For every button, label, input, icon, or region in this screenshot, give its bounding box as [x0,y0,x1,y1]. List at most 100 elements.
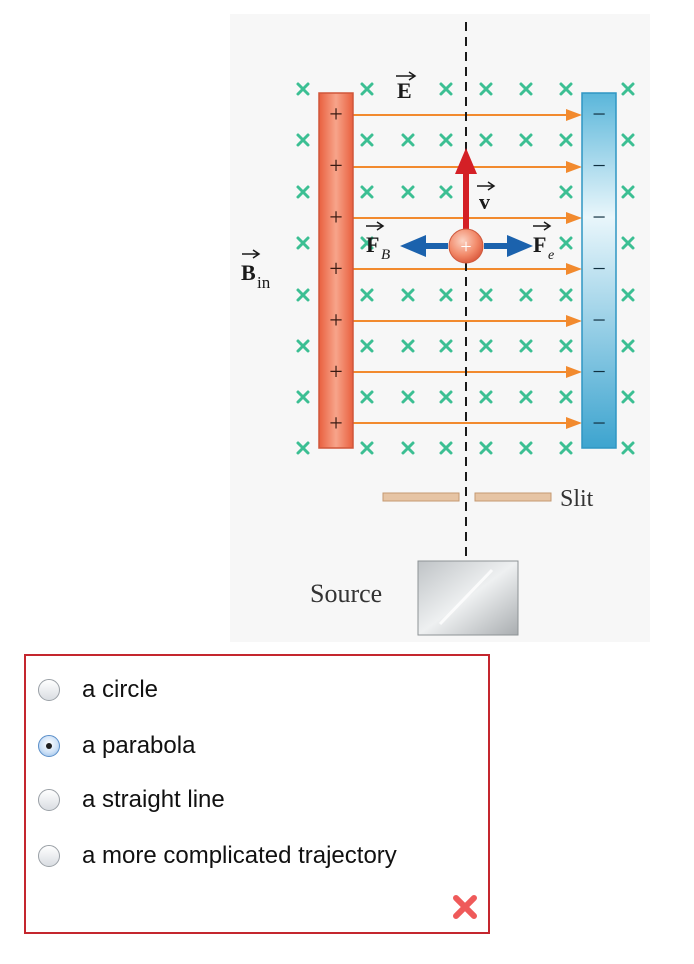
velocity-arrow [455,148,477,234]
b-field-marker [519,390,533,404]
negative-sign: − [592,102,606,128]
b-field-marker [439,390,453,404]
b-field-marker [296,288,310,302]
b-field-marker [559,82,573,96]
field-line-arrow [353,366,582,378]
label-velocity: v [477,181,496,214]
b-field-marker [621,236,635,250]
b-field-marker [519,441,533,455]
b-field-marker [401,390,415,404]
positive-sign: + [329,411,343,437]
b-field-marker [401,441,415,455]
source-label: Source [310,579,382,608]
b-field-marker [479,390,493,404]
answer-options-box: a circle a parabola a straight line a mo… [24,654,490,934]
particle-charge-sign: + [460,236,471,258]
field-line-arrow [353,212,582,224]
electric-force-subscript: e [548,248,554,263]
b-field-marker [360,82,374,96]
b-field-marker [439,185,453,199]
negative-sign: − [592,308,606,334]
slit-label: Slit [560,486,594,512]
electric-force-label: F [533,232,546,257]
b-field-marker [559,339,573,353]
b-field-marker [439,82,453,96]
vector-arrow-icon [242,249,261,259]
b-field-marker [360,236,374,250]
negative-plate [581,92,617,449]
b-field-marker [559,288,573,302]
b-field-marker [401,339,415,353]
radio-dot-icon [46,743,52,749]
negative-sign: − [592,360,606,386]
vector-arrow-icon [477,181,496,191]
vector-arrow-icon [533,221,552,231]
source-shine [438,568,494,626]
b-field-marker [519,339,533,353]
field-line-arrow [353,315,582,327]
velocity-selector-diagram: +++++++ −−−−−−− + E v [230,14,650,642]
b-field-marker [439,339,453,353]
negative-sign: − [592,411,606,437]
b-field-marker [559,390,573,404]
b-field-marker [439,441,453,455]
radio-button-straight-line[interactable] [38,789,60,811]
wrong-x-icon [453,895,477,919]
positive-sign: + [329,102,343,128]
option-straight-line[interactable]: a straight line [38,784,225,816]
option-complicated-trajectory[interactable]: a more complicated trajectory [38,840,397,872]
b-field-marker [621,390,635,404]
b-field-marker [296,185,310,199]
b-field-marker [401,185,415,199]
b-field-marker [360,441,374,455]
magnetic-force-subscript: B [381,247,390,263]
radio-button-complicated-trajectory[interactable] [38,845,60,867]
b-field-marker [621,288,635,302]
negative-sign: − [592,257,606,283]
b-field-marker [296,236,310,250]
radio-button-circle[interactable] [38,679,60,701]
magnetic-field-markers [296,82,635,455]
radio-button-parabola[interactable] [38,735,60,757]
velocity-label: v [479,189,490,214]
positive-sign: + [329,308,343,334]
b-field-marker [296,82,310,96]
positive-sign: + [329,360,343,386]
electric-force-arrow [484,235,533,257]
option-label: a circle [82,676,159,703]
b-field-marker [519,288,533,302]
magnetic-force-arrow [400,235,448,257]
b-field-marker [360,185,374,199]
b-field-marker [296,390,310,404]
b-field-marker [360,288,374,302]
b-field-marker [439,133,453,147]
b-field-marker [621,82,635,96]
b-field-marker [479,133,493,147]
field-line-arrow [353,109,582,121]
b-field-marker [479,339,493,353]
b-field-marker [621,185,635,199]
b-field-marker [621,339,635,353]
b-field-marker [479,441,493,455]
label-magnetic-force: F B [366,221,390,263]
b-field-marker [559,441,573,455]
negative-plate-signs: −−−−−−− [592,102,606,437]
positive-plate-signs: +++++++ [329,102,343,437]
b-field-marker [296,339,310,353]
option-label: a parabola [82,732,196,759]
b-field-marker [401,288,415,302]
label-electric-force: F e [533,221,554,263]
b-field-marker [519,82,533,96]
charged-particle [448,228,484,264]
positive-sign: + [329,205,343,231]
option-circle[interactable]: a circle [38,674,158,706]
b-field-marker [439,288,453,302]
b-field-marker [360,133,374,147]
magnetic-field-label: B [241,260,256,285]
b-field-marker [296,441,310,455]
field-line-arrow [353,417,582,429]
b-field-marker [519,133,533,147]
b-field-marker [559,133,573,147]
option-parabola[interactable]: a parabola [38,730,195,762]
positive-plate [318,92,354,449]
